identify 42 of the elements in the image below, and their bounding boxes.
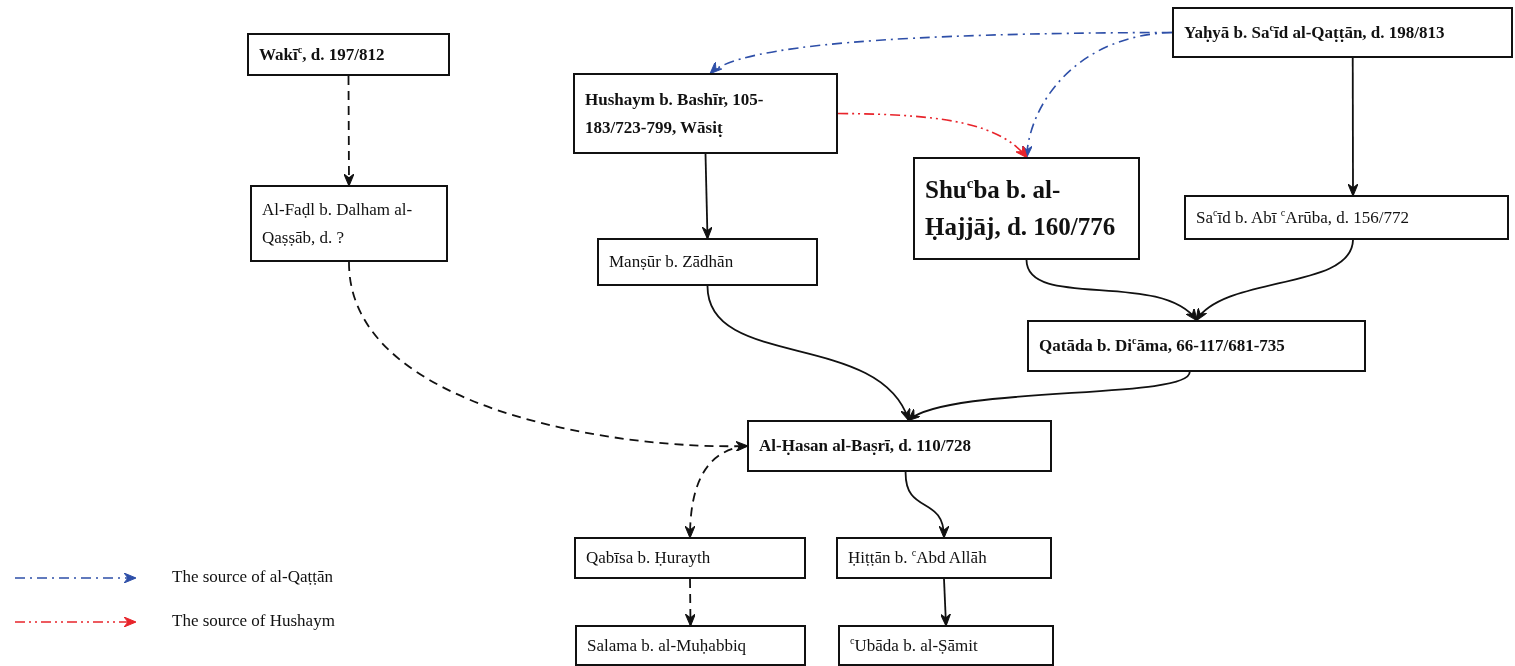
name-text: Qatāda b. Di$^{c}$āma, 66-117/681-735 — [1039, 334, 1285, 358]
name-box — [1184, 195, 1509, 240]
arrow — [837, 112, 1028, 159]
name-box — [247, 33, 450, 76]
name-box — [747, 420, 1052, 472]
arrow — [343, 75, 355, 187]
arrow — [684, 578, 696, 627]
name-text: Qabīsa b. Ḥurayth — [586, 547, 711, 570]
name-box — [913, 157, 1140, 260]
name-text: Sa$^{c}$īd b. Abī $^{c}$Arūba, d. 156/772 — [1196, 205, 1410, 229]
name-text: Ḥiṭṭān b. $^{c}$Abd Allāh — [848, 546, 987, 570]
name-text: Yaḥyā b. Sa$^{c}$īd al-Qaṭṭān, d. 198/813 — [1184, 20, 1445, 44]
arrow — [1022, 31, 1173, 159]
legend-text: The source of Hushaym — [172, 611, 335, 631]
name-box — [574, 537, 806, 579]
arrow — [348, 261, 749, 452]
name-box — [838, 625, 1054, 666]
name-text: Manṣūr b. Zādhān — [609, 251, 734, 274]
arrow — [940, 578, 951, 627]
arrow — [1347, 57, 1359, 197]
name-text: $^{c}$Ubāda b. al-Ṣāmit — [850, 633, 978, 657]
name-box — [836, 537, 1052, 579]
name-box — [597, 238, 818, 286]
name-box — [573, 73, 838, 154]
name-text: Al-Ḥasan al-Baṣrī, d. 110/728 — [759, 435, 972, 458]
name-box — [250, 185, 448, 262]
arrow — [904, 471, 949, 539]
name-box — [575, 625, 806, 666]
name-text: Al-Faḍl b. Dalham al-Qaṣṣāb, d. ? — [262, 199, 414, 249]
arrow — [701, 153, 713, 240]
arrow — [1025, 259, 1198, 322]
name-text: Shu$^{c}$ba b. al-Ḥajjāj, d. 160/776 — [925, 173, 1117, 242]
legend-text: The source of al-Qaṭṭān — [172, 567, 333, 587]
name-box — [1027, 320, 1366, 372]
name-box — [1172, 7, 1513, 58]
name-text: Hushaym b. Bashīr, 105-183/723-799, Wāsiṭ — [585, 89, 765, 139]
arrow — [684, 445, 748, 539]
name-text: Wakī$^{c}$, d. 197/812 — [259, 42, 385, 66]
arrow — [1195, 239, 1354, 322]
arrow — [706, 285, 910, 422]
arrow — [907, 371, 1191, 421]
name-text: Salama b. al-Muḥabbiq — [587, 634, 747, 657]
